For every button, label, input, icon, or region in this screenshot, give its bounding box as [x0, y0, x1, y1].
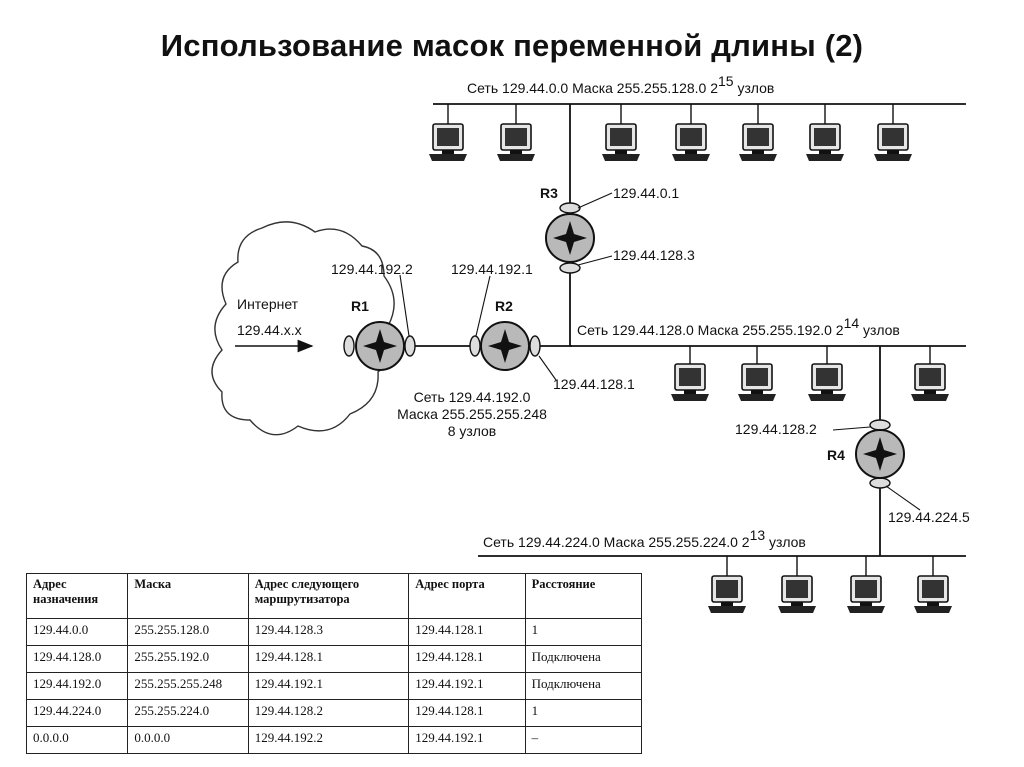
leader-line: [475, 275, 491, 337]
table-cell: –: [524, 726, 643, 754]
table-header-cell: Маска: [127, 573, 249, 619]
router-r1-label: R1: [351, 298, 369, 314]
router-r3-label: R3: [540, 185, 558, 201]
leader-line: [577, 255, 613, 266]
router-r1-icon: [343, 321, 416, 371]
internet-cloud: [211, 221, 395, 436]
computer-icon: [805, 104, 845, 162]
interface-r2-left: 129.44.192.1: [451, 261, 533, 277]
table-cell: 0.0.0.0: [127, 726, 249, 754]
table-cell: Подключена: [524, 672, 643, 700]
leader-line: [399, 274, 410, 337]
table-row: 129.44.224.0 255.255.224.0 129.44.128.2 …: [25, 699, 643, 727]
computer-icon: [496, 104, 536, 162]
router-r2-icon: [469, 321, 541, 371]
table-cell: 129.44.128.3: [247, 618, 410, 646]
table-cell: 129.44.192.1: [247, 672, 410, 700]
table-cell: 129.44.128.1: [408, 618, 526, 646]
computer-icon: [913, 556, 953, 614]
table-row: 129.44.128.0 255.255.192.0 129.44.128.1 …: [25, 645, 643, 673]
leader-line: [832, 426, 871, 431]
table-cell: 129.44.0.0: [25, 618, 129, 646]
table-cell: 129.44.128.1: [408, 699, 526, 727]
router-r4-icon: [855, 419, 905, 489]
computer-icon: [846, 556, 886, 614]
table-header-cell: Адрес порта: [408, 573, 526, 619]
table-cell: 129.44.192.1: [408, 726, 526, 754]
interface-r4-top: 129.44.128.2: [735, 421, 817, 437]
router-r2-label: R2: [495, 298, 513, 314]
network-label-r1r2-line1: Сеть 129.44.192.0: [414, 389, 531, 405]
computer-icon: [910, 346, 950, 402]
computer-icon: [737, 346, 777, 402]
computer-icon: [873, 104, 913, 162]
table-header-cell: Расстояние: [524, 573, 643, 619]
table-cell: 129.44.192.0: [25, 672, 129, 700]
internet-label: Интернет: [237, 296, 299, 312]
table-cell: 1: [524, 699, 643, 727]
interface-r2-right: 129.44.128.1: [553, 376, 635, 392]
table-cell: 129.44.192.1: [408, 672, 526, 700]
table-cell: 255.255.224.0: [127, 699, 249, 727]
table-cell: 129.44.128.2: [247, 699, 410, 727]
network-label-bottom: Сеть 129.44.224.0 Маска 255.255.224.0 21…: [483, 527, 806, 550]
table-cell: 129.44.224.0: [25, 699, 129, 727]
interface-r1: 129.44.192.2: [331, 261, 413, 277]
table-header-cell: Адрес назначения: [25, 573, 129, 619]
router-r3-icon: [545, 202, 595, 274]
computer-icon: [777, 556, 817, 614]
table-cell: 255.255.128.0: [127, 618, 249, 646]
table-cell: 0.0.0.0: [25, 726, 129, 754]
network-label-top: Сеть 129.44.0.0 Маска 255.255.128.0 215 …: [467, 73, 774, 96]
leader-line: [577, 192, 613, 209]
table-cell: Подключена: [524, 645, 643, 673]
table-cell: 255.255.192.0: [127, 645, 249, 673]
table-cell: 129.44.192.2: [247, 726, 410, 754]
routing-table: Адрес назначения Маска Адрес следующего …: [25, 573, 643, 754]
table-row: 129.44.0.0 255.255.128.0 129.44.128.3 12…: [25, 618, 643, 646]
table-cell: 255.255.255.248: [127, 672, 249, 700]
internet-address: 129.44.x.x: [237, 322, 302, 338]
table-row: 0.0.0.0 0.0.0.0 129.44.192.2 129.44.192.…: [25, 726, 643, 754]
computer-icon: [807, 346, 847, 402]
page-title: Использование масок переменной длины (2): [160, 28, 864, 63]
network-label-r1r2-line3: 8 узлов: [448, 423, 497, 439]
table-cell: 129.44.128.0: [25, 645, 129, 673]
interface-r3-bottom: 129.44.128.3: [613, 247, 695, 263]
leader-line: [885, 485, 921, 511]
table-cell: 1: [524, 618, 643, 646]
computer-icon: [671, 104, 711, 162]
network-label-r1r2-line2: Маска 255.255.255.248: [397, 406, 547, 422]
leader-line: [538, 355, 557, 381]
computer-icon: [670, 346, 710, 402]
interface-r4-bottom: 129.44.224.5: [888, 509, 970, 525]
interface-r3-top: 129.44.0.1: [613, 185, 679, 201]
computer-icon: [601, 104, 641, 162]
table-row: 129.44.192.0 255.255.255.248 129.44.192.…: [25, 672, 643, 700]
table-header-row: Адрес назначения Маска Адрес следующего …: [25, 573, 643, 619]
table-header-cell: Адрес следующего маршрутизатора: [247, 573, 410, 619]
computer-icon: [707, 556, 747, 614]
table-cell: 129.44.128.1: [247, 645, 410, 673]
table-cell: 129.44.128.1: [408, 645, 526, 673]
router-r4-label: R4: [827, 447, 845, 463]
computer-icon: [738, 104, 778, 162]
network-label-mid: Сеть 129.44.128.0 Маска 255.255.192.0 21…: [577, 315, 900, 338]
computer-icon: [428, 104, 468, 162]
